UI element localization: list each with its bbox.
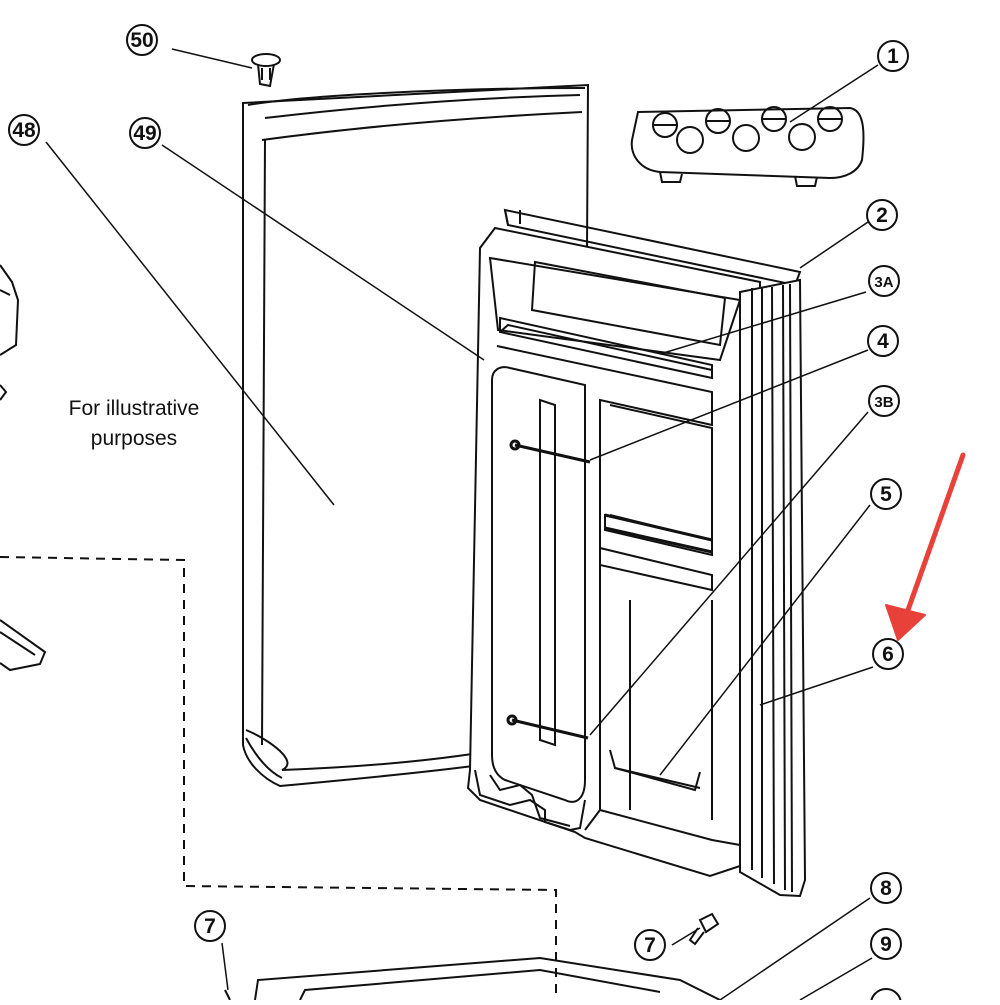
shelf-bar-3a bbox=[509, 439, 591, 464]
callout-48: 48 bbox=[8, 114, 40, 146]
wire-rack-5 bbox=[609, 749, 701, 792]
callout-label: 50 bbox=[130, 29, 153, 52]
callout-8: 8 bbox=[870, 872, 902, 904]
callout-label: 3B bbox=[874, 394, 893, 411]
shelf-bar-4 bbox=[604, 513, 713, 554]
callout-label: 5 bbox=[880, 483, 892, 506]
callout-label: 49 bbox=[133, 122, 156, 145]
partial-left-part-lower bbox=[0, 619, 47, 672]
callout-label: 8 bbox=[880, 877, 892, 900]
callout-label: 4 bbox=[877, 330, 889, 353]
red-arrow-icon bbox=[885, 452, 966, 641]
inner-door-liner bbox=[466, 208, 802, 878]
callout-49: 49 bbox=[129, 117, 161, 149]
illustrative-note-line2: purposes bbox=[91, 427, 177, 450]
screw-part bbox=[688, 912, 720, 946]
callout-label: 7 bbox=[204, 915, 216, 938]
callout-partial-bottom bbox=[870, 988, 902, 1005]
callout-label: 9 bbox=[880, 933, 892, 956]
callout-label: 1 bbox=[887, 45, 899, 68]
callout-label: 7 bbox=[644, 934, 656, 957]
callout-3a: 3A bbox=[868, 265, 900, 297]
bottom-partial-panel bbox=[224, 956, 721, 1001]
illustrative-note-line1: For illustrative bbox=[69, 397, 200, 420]
shelf-bar-3b bbox=[506, 714, 589, 740]
callout-3b: 3B bbox=[868, 385, 900, 417]
door-plug-part bbox=[251, 53, 281, 88]
callout-label: 3A bbox=[874, 274, 893, 291]
callout-label: 6 bbox=[882, 643, 894, 666]
callout-7-right: 7 bbox=[634, 929, 666, 961]
callout-2: 2 bbox=[866, 199, 898, 231]
callout-9: 9 bbox=[870, 928, 902, 960]
partial-left-part-upper bbox=[0, 264, 20, 401]
callout-4: 4 bbox=[867, 325, 899, 357]
callout-50: 50 bbox=[126, 24, 158, 56]
egg-tray-part bbox=[630, 106, 865, 187]
dashed-section-boundary bbox=[0, 556, 557, 1000]
leader-lines bbox=[45, 48, 879, 1001]
callout-label: 2 bbox=[876, 204, 888, 227]
callout-7-left: 7 bbox=[194, 910, 226, 942]
callout-5: 5 bbox=[870, 478, 902, 510]
callout-6: 6 bbox=[872, 638, 904, 670]
door-gasket bbox=[739, 278, 807, 898]
callout-label: 48 bbox=[12, 119, 36, 142]
callout-1: 1 bbox=[877, 40, 909, 72]
